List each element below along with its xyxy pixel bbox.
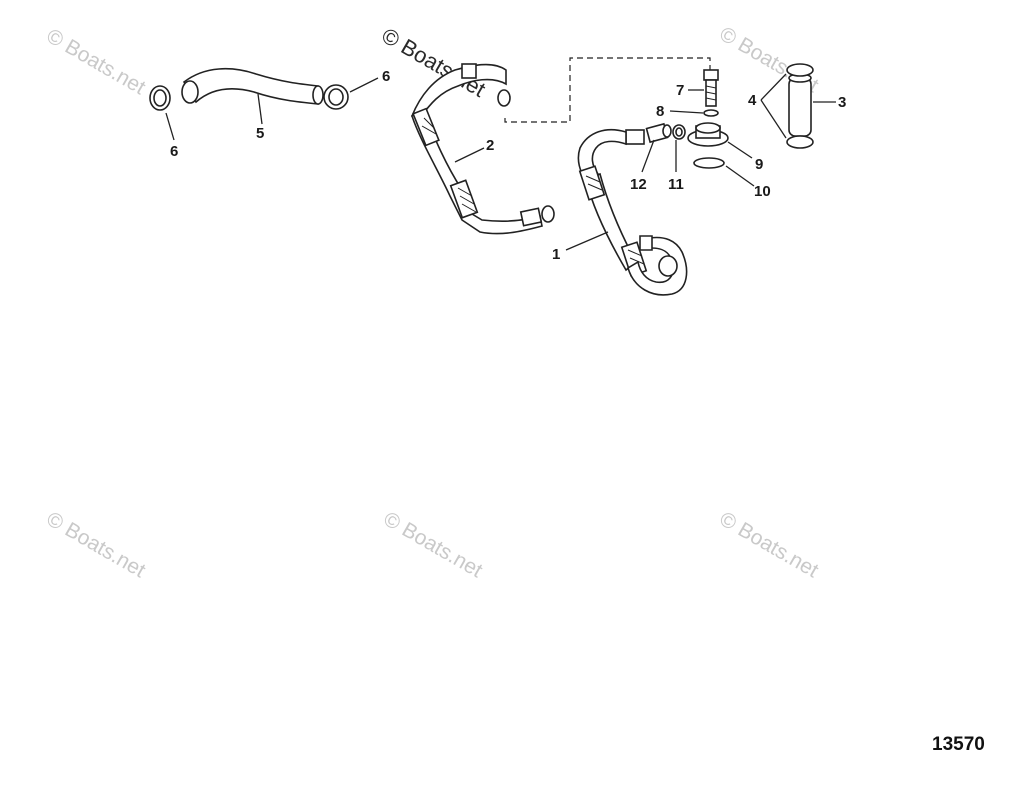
part-6-clamp-left [149,85,171,111]
callout-2: 2 [486,137,494,154]
callout-6-left: 6 [170,143,178,160]
callout-8: 8 [656,103,664,120]
callout-3: 3 [838,94,846,111]
part-9-flange [687,122,729,147]
part-12-fitting [645,122,672,144]
figure-number: 13570 [932,734,985,755]
callout-11: 11 [668,176,684,193]
part-2-hose-assembly [410,63,555,235]
callout-12: 12 [630,176,647,193]
watermark-bottom-right: © Boats.net [716,507,823,582]
part-3-tube [788,73,812,137]
watermark-bottom-left: © Boats.net [43,507,150,582]
part-8-washer [703,109,719,117]
part-5-hose [181,67,324,105]
callout-6-right: 6 [382,68,390,85]
callout-7: 7 [676,82,684,99]
callouts: 1 2 3 4 5 6 6 7 8 9 10 11 12 [170,68,846,263]
part-10-o-ring [693,157,725,169]
callout-1: 1 [552,246,560,263]
callout-4: 4 [748,92,757,109]
callout-10: 10 [754,183,771,200]
part-6-clamp-right [323,84,349,110]
part-1-hose-assembly [577,128,688,296]
watermark-top-left: © Boats.net [43,24,150,99]
watermark-bottom-center: © Boats.net [380,507,487,582]
part-11-washer [672,124,686,140]
part-4-clamps [786,63,814,149]
part-7-fitting [703,69,719,107]
leader-lines [165,73,836,251]
callout-9: 9 [755,156,763,173]
callout-5: 5 [256,125,264,142]
dashed-connector [504,57,711,123]
